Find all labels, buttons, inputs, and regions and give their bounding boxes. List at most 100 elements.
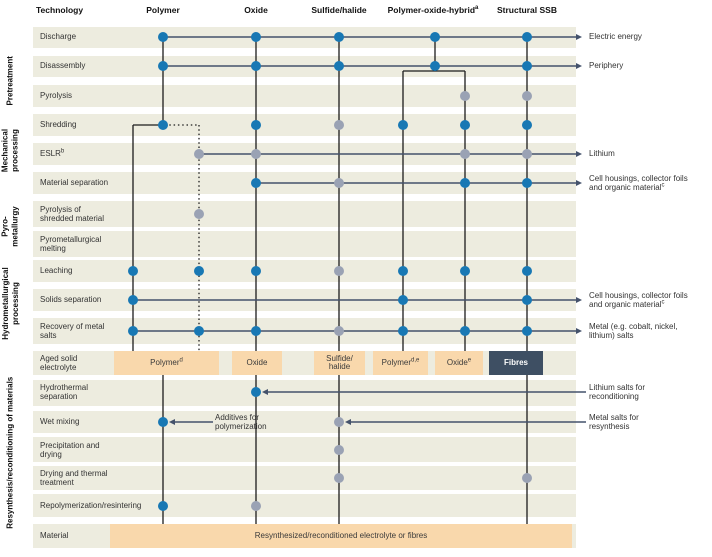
column-header-sulfide-halide: Sulfide/halide	[311, 5, 366, 15]
text-line: Precipitation and	[40, 440, 100, 450]
process-dot	[522, 91, 532, 101]
process-dot	[398, 295, 408, 305]
row-label-material-separation: Material separation	[40, 178, 108, 188]
annotation-periphery: Periphery	[589, 61, 623, 71]
process-dot	[522, 120, 532, 130]
text-line: Metal (e.g. cobalt, nickel,	[589, 321, 678, 331]
text-line: melting	[40, 244, 66, 253]
process-dot	[522, 326, 532, 336]
text-line: processing	[10, 128, 19, 172]
text-line: Lithium	[589, 149, 615, 159]
text-line: Hydrothermal	[40, 382, 89, 392]
box-polymer-de: Polymerd,e	[373, 351, 428, 375]
process-dot	[251, 387, 261, 397]
row-band-leaching	[33, 260, 576, 282]
process-dot	[334, 326, 344, 336]
process-dot	[398, 120, 408, 130]
process-dot	[251, 61, 261, 71]
row-band-pyrolysis	[33, 85, 576, 107]
technology-header: Technology	[36, 5, 84, 15]
row-label-pyrolysis: Pyrolysis	[40, 91, 72, 101]
process-dot	[522, 149, 532, 159]
text-line: reconditioning	[589, 392, 639, 401]
text-line: Oxide	[244, 5, 268, 15]
text-line: Discharge	[40, 32, 77, 42]
text-line: electrolyte	[40, 363, 77, 372]
process-dot	[194, 266, 204, 276]
arrowhead-icon	[576, 34, 582, 40]
annotation-metal-salts: Metal (e.g. cobalt, nickel,lithium) salt…	[589, 322, 677, 341]
text-line: Pyrolysis of	[40, 204, 81, 214]
text-line: Hydrometallurgical	[0, 266, 10, 340]
text-line: and organic materialc	[589, 299, 665, 309]
row-band-shredding	[33, 114, 576, 136]
text-line: Solids separation	[40, 295, 102, 305]
box-oxide-e: Oxidee	[435, 351, 483, 375]
text-line: Mechanical	[0, 128, 10, 172]
box-material-output: Resynthesized/reconditioned electrolyte …	[110, 524, 572, 548]
process-dot	[334, 61, 344, 71]
text-line: Electric energy	[589, 32, 642, 42]
row-band-hydrothermal-separation	[33, 380, 576, 406]
text-line: Repolymerization/resintering	[40, 501, 142, 511]
text-line: Leaching	[40, 266, 73, 276]
row-band-pyrometallurgical-melting	[33, 231, 576, 257]
text-line: Periphery	[589, 61, 624, 71]
process-dot	[334, 178, 344, 188]
row-label-material: Material	[40, 531, 68, 541]
text-line: Cell housings, collector foils	[589, 290, 688, 300]
arrowhead-icon	[169, 419, 175, 425]
process-dot	[251, 326, 261, 336]
process-dot	[334, 266, 344, 276]
column-header-structural-ssb: Structural SSB	[497, 5, 557, 15]
process-dot	[128, 295, 138, 305]
column-header-polymer-oxide-hybrid: Polymer-oxide-hybrida	[388, 5, 479, 15]
process-dot	[334, 32, 344, 42]
text-line: salts	[40, 331, 57, 340]
row-band-repolymerization-resintering	[33, 494, 576, 517]
process-dot	[522, 473, 532, 483]
text-line: Oxide	[246, 357, 268, 367]
text-line: Pyrometallurgical	[40, 234, 102, 244]
text-line: polymerization	[215, 422, 267, 431]
process-dot	[522, 32, 532, 42]
text-line: treatment	[40, 478, 74, 487]
text-line: resynthesis	[589, 422, 630, 431]
group-label-pyrometallurgy: Pyro-metallurgy	[1, 196, 20, 256]
process-dot	[522, 295, 532, 305]
process-dot	[251, 120, 261, 130]
row-label-eslr: ESLRb	[40, 149, 64, 159]
text-line: Drying and thermal	[40, 468, 108, 478]
process-dot	[128, 266, 138, 276]
text-line: Polymer	[146, 5, 180, 15]
row-label-shredding: Shredding	[40, 120, 76, 130]
process-dot	[334, 417, 344, 427]
text-line: Fibres	[503, 357, 528, 367]
text-line: Structural SSB	[497, 5, 557, 15]
process-dot	[251, 501, 261, 511]
text-line: Resynthesized/reconditioned electrolyte …	[254, 530, 428, 540]
process-dot	[460, 149, 470, 159]
row-label-wet-mixing: Wet mixing	[40, 417, 79, 427]
arrowhead-icon	[576, 180, 582, 186]
arrowhead-icon	[576, 63, 582, 69]
text-line: ESLRb	[40, 148, 65, 159]
process-dot	[251, 178, 261, 188]
text-line: lithium) salts	[589, 331, 634, 340]
text-line: Material	[40, 531, 69, 541]
row-band-wet-mixing	[33, 411, 576, 433]
box-oxide: Oxide	[232, 351, 282, 375]
process-dot	[522, 61, 532, 71]
text-line: shredded material	[40, 214, 105, 223]
annotation-electric-energy: Electric energy	[589, 32, 642, 42]
box-polymer-d: Polymerd	[114, 351, 219, 375]
